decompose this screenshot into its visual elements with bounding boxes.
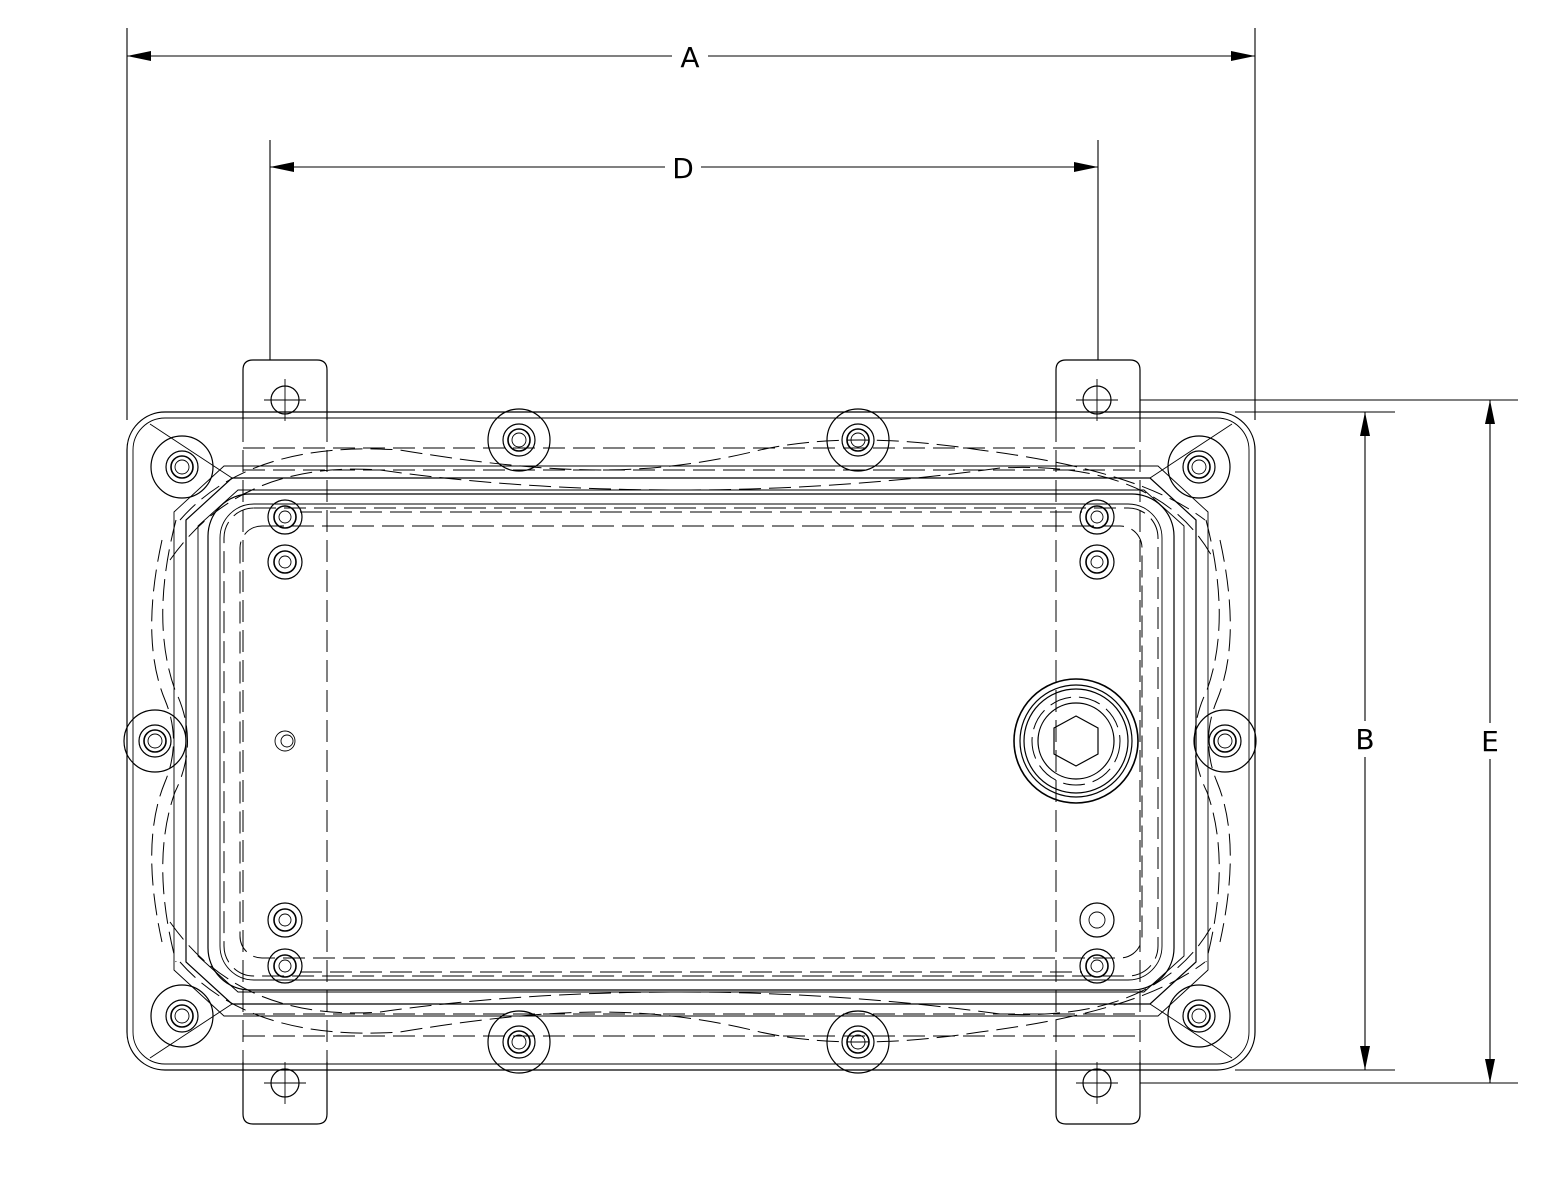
screw-inner-8 — [1079, 948, 1115, 984]
dimension-b: B — [1235, 411, 1395, 1071]
bolt-mid-right — [1193, 709, 1257, 773]
bolt-bottom-left — [150, 984, 214, 1048]
drain-plug — [1013, 678, 1139, 804]
screw-inner-7 — [1079, 902, 1115, 938]
screw-inner-1 — [267, 499, 303, 535]
screw-inner-3 — [267, 902, 303, 938]
dimension-e: E — [1140, 399, 1518, 1084]
bolt-top-right — [1167, 435, 1231, 499]
bolt-top-left — [150, 435, 214, 499]
bolt-bottom-mid-left — [487, 1010, 551, 1074]
dimension-label-b: B — [1355, 723, 1374, 756]
hex-socket-icon — [1053, 715, 1099, 767]
bolt-bottom-right — [1167, 984, 1231, 1048]
dimension-label-a: A — [680, 41, 699, 74]
enclosure-body — [126, 411, 1256, 1071]
hidden-lines — [151, 420, 1231, 1062]
bolt-mid-left — [123, 709, 187, 773]
screw-inner-6 — [1079, 544, 1115, 580]
bolt-top-mid-right — [826, 408, 890, 472]
pilot-hole — [274, 730, 296, 752]
bolt-bottom-mid-right — [826, 1010, 890, 1074]
screw-inner-2 — [267, 544, 303, 580]
bolt-top-mid-left — [487, 408, 551, 472]
screw-inner-4 — [267, 948, 303, 984]
screw-inner-5 — [1079, 499, 1115, 535]
inner-screws — [267, 499, 1115, 984]
dimension-label-e: E — [1481, 725, 1499, 758]
dimension-label-d: D — [672, 152, 694, 185]
dimension-a: A — [126, 28, 1256, 420]
dimension-d: D — [269, 140, 1099, 360]
mounting-feet — [242, 359, 1141, 1125]
perimeter-bolts — [123, 408, 1257, 1074]
